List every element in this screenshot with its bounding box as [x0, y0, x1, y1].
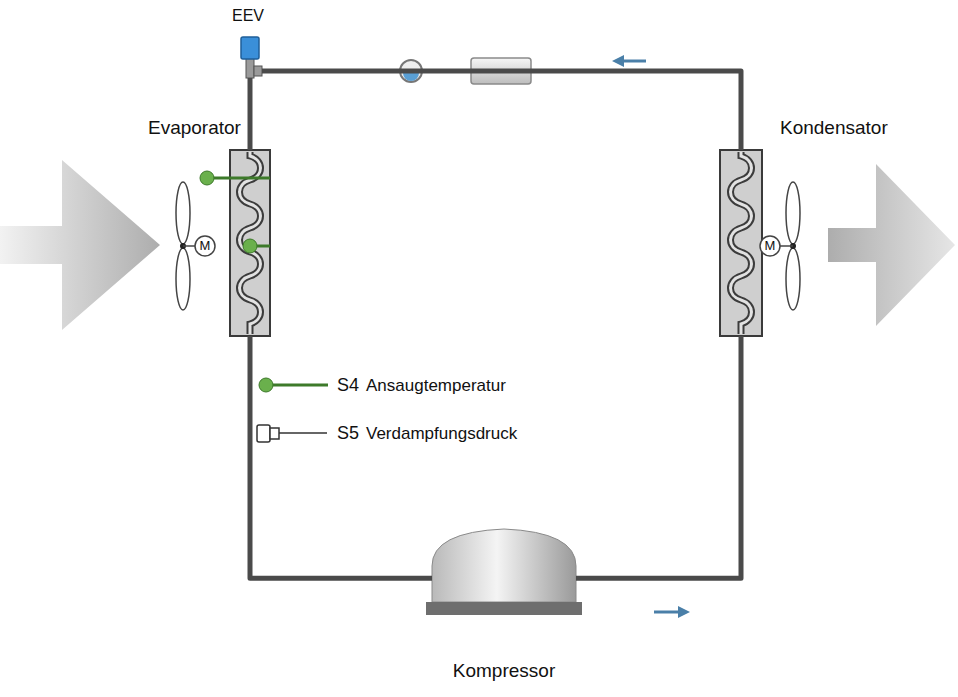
component-label: Kondensator: [780, 117, 888, 139]
refrigerant-pipe: [248, 78, 253, 150]
component-label: Evaporator: [148, 117, 241, 139]
condenser-coil: Kondensator: [720, 150, 762, 336]
flow-arrow: [654, 611, 680, 614]
sensor-lead: [279, 432, 327, 434]
flow-arrow: [612, 55, 624, 67]
valve-body: [246, 58, 254, 78]
air-flow-arrow: [0, 160, 160, 330]
temperature-sensor: [259, 378, 273, 392]
compressor-dome: [432, 529, 576, 602]
valve-actuator: [241, 37, 259, 59]
sensor-lead: [266, 384, 328, 387]
sensor-lead: [207, 177, 270, 180]
fan-blade: [176, 248, 190, 310]
motor-symbol: [760, 236, 780, 256]
compressor: Kompressor: [432, 528, 576, 616]
flow-arrow: [678, 606, 690, 618]
coil-tube: [731, 152, 752, 334]
valve-body: [254, 66, 262, 76]
refrigerant-pipe: [576, 336, 741, 578]
sensor-description: Ansaugtemperatur: [366, 375, 506, 397]
motor-symbol: [195, 236, 215, 256]
motor-label: M: [760, 236, 780, 256]
flow-arrow: [622, 60, 646, 63]
refrigerant-pipe: [250, 336, 432, 578]
motor-label: M: [195, 236, 215, 256]
fan-blade: [786, 248, 800, 310]
pressure-transducer: [257, 425, 270, 442]
fan-shaft: [183, 245, 195, 247]
sight-glass-liquid: [403, 73, 419, 81]
fan-blade: [786, 182, 800, 244]
fan-blade: [176, 182, 190, 244]
pressure-transducer: [270, 428, 279, 439]
temperature-sensor: [243, 239, 257, 253]
expansion-valve: EEV: [238, 36, 262, 78]
compressor-base: [426, 602, 582, 615]
air-flow-arrow: [828, 164, 955, 326]
fan-shaft: [780, 245, 793, 247]
refrigerant-pipe: [262, 71, 741, 150]
coil-tube: [731, 152, 752, 334]
sensor-id: S5: [337, 422, 359, 444]
temperature-sensor: [200, 171, 214, 185]
coil-frame: [720, 150, 762, 336]
component-label: Kompressor: [453, 660, 555, 682]
sensor-description: Verdampfungsdruck: [366, 423, 517, 445]
component-label: EEV: [232, 5, 264, 27]
evaporator-coil: Evaporator: [230, 150, 270, 336]
sensor-id: S4: [337, 374, 359, 396]
